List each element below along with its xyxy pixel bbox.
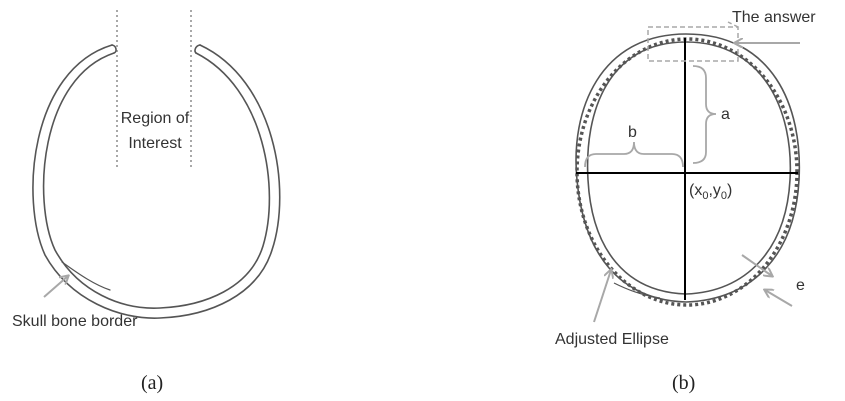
caption-b: (b) [672, 372, 695, 394]
a-brace [693, 66, 716, 163]
region-of-interest-label-line1: Region of [121, 110, 190, 127]
skull-outline-b [576, 34, 799, 302]
a-label: a [721, 106, 730, 123]
border-pointer-arrow [44, 276, 68, 297]
panel-a: Region of Interest Skull bone border (a) [12, 10, 280, 394]
the-answer-label: The answer [732, 9, 816, 26]
adjusted-ellipse-label: Adjusted Ellipse [555, 331, 669, 348]
e-arrow-inner [765, 290, 792, 306]
ellipse-pointer-arrow [594, 270, 611, 322]
skull-outline-a [33, 45, 280, 318]
panel-b: The answer a b (x0,y0) e Adjusted Ellips… [555, 9, 816, 394]
e-label: e [796, 277, 805, 294]
skull-bone-border-label: Skull bone border [12, 313, 138, 330]
b-label: b [628, 124, 637, 141]
b-brace [585, 142, 683, 167]
region-of-interest-label-line2: Interest [128, 135, 182, 152]
center-label: (x0,y0) [689, 182, 732, 202]
caption-a: (a) [141, 372, 163, 394]
